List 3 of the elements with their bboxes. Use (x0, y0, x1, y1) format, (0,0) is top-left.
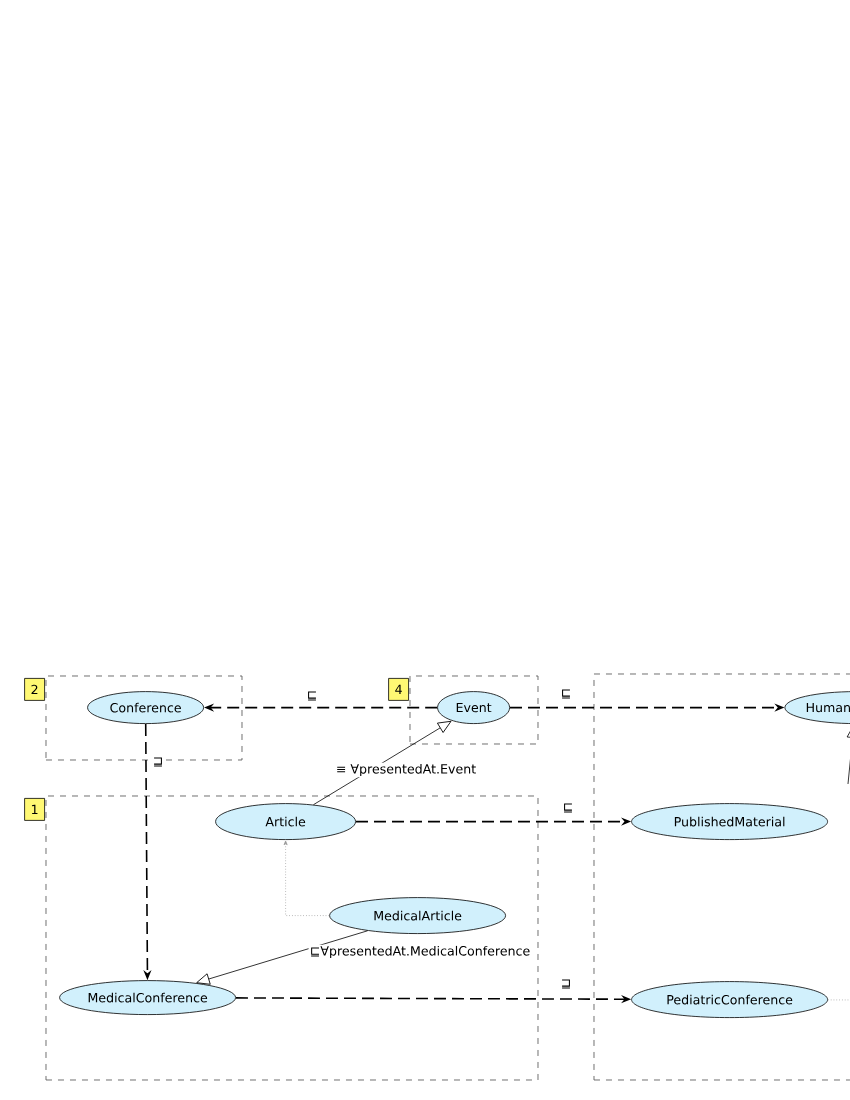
arrow (283, 840, 330, 916)
arrow (196, 930, 368, 985)
group-frame (593, 673, 850, 1081)
